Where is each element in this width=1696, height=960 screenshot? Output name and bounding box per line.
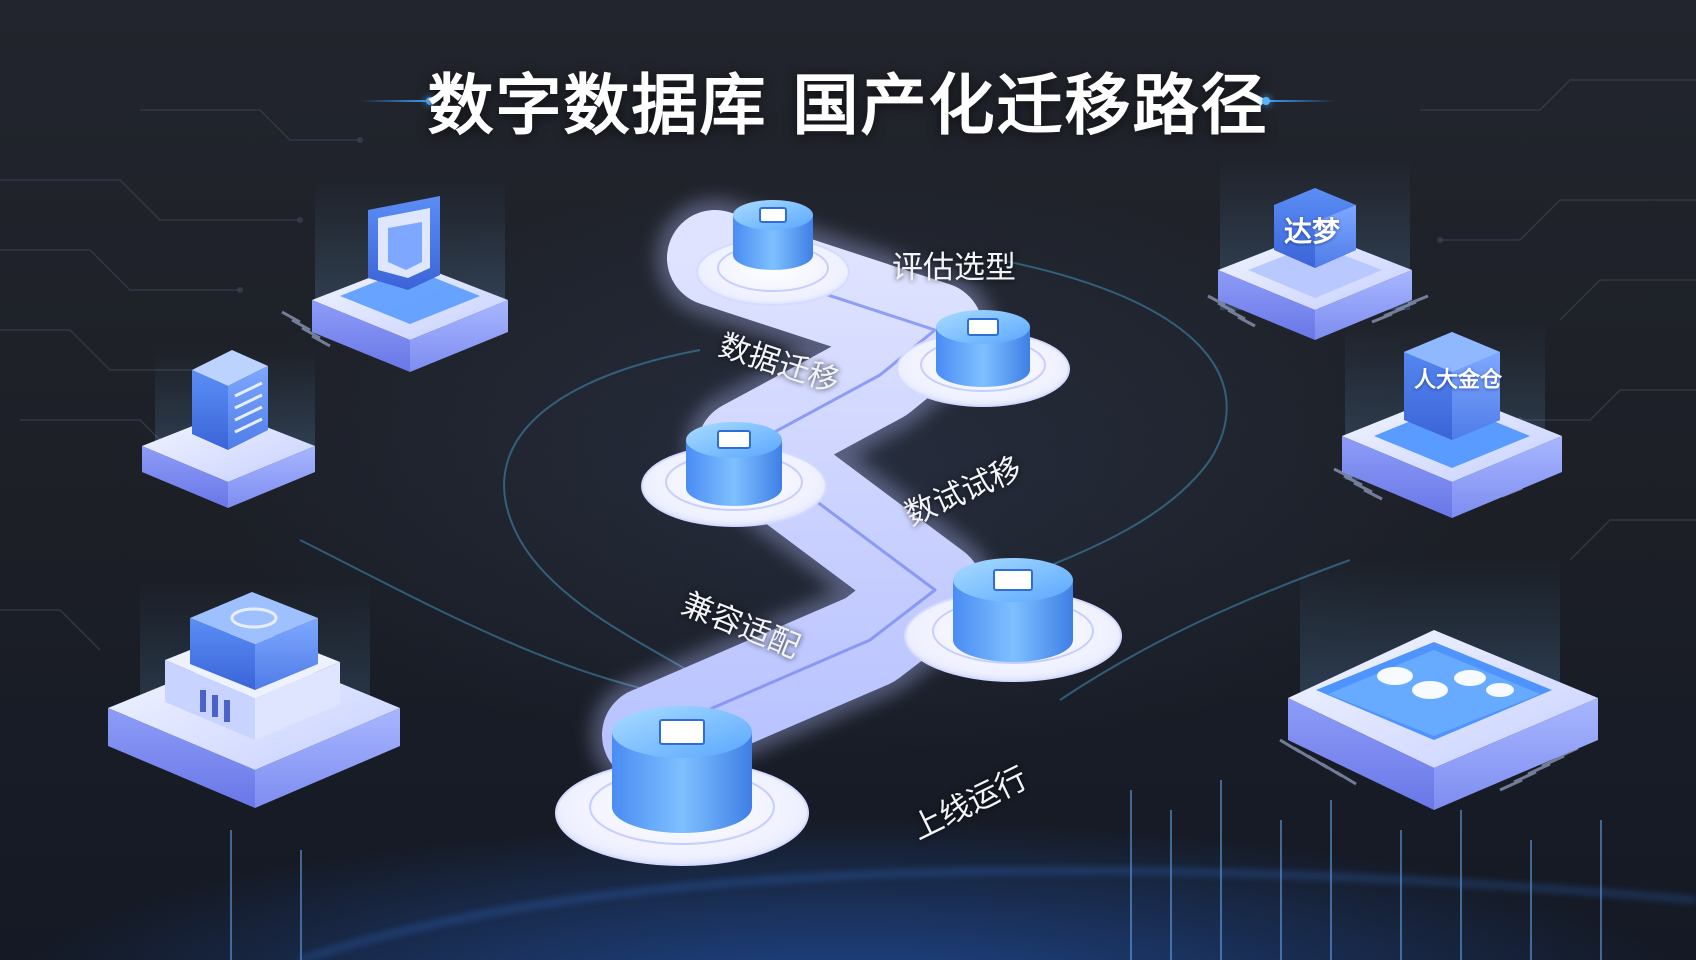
path-node-2 <box>896 310 1070 407</box>
database-chip-icon <box>1279 560 1598 810</box>
page-title: 数字数据库 国产化迁移路径 <box>427 67 1269 144</box>
title-decoration-left <box>360 97 434 105</box>
circuit-traces <box>0 79 1696 651</box>
server-icon <box>142 350 315 508</box>
brand-label-kingbase: 人大金仓 <box>1414 368 1503 393</box>
path-node-5 <box>555 706 809 866</box>
brand-label-dameng: 达梦 <box>1284 215 1341 248</box>
kingbase-chip-icon <box>1333 320 1562 518</box>
datacenter-icon <box>108 580 400 808</box>
title-decoration-right <box>1262 97 1336 105</box>
path-node-3 <box>641 422 827 527</box>
path-node-1 <box>696 200 850 306</box>
step-label-assessment: 评估选型 <box>892 250 1016 286</box>
shield-chip-icon <box>281 180 508 372</box>
path-node-4 <box>904 558 1122 682</box>
dameng-chip-icon <box>1207 160 1429 340</box>
